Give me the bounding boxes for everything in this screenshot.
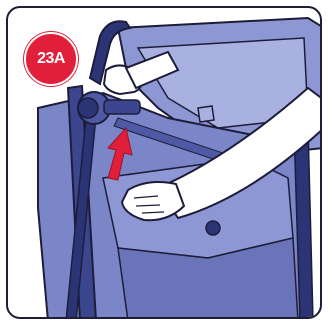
- step-label: 23A: [37, 50, 65, 68]
- illustration-frame: 23A: [6, 6, 322, 319]
- seat-buckle: [198, 106, 214, 122]
- step-badge: 23A: [24, 32, 78, 86]
- wheel: [206, 221, 220, 235]
- hand-bottom: [122, 182, 184, 220]
- hinge-cap: [78, 98, 98, 118]
- hinge-lock: [104, 100, 140, 114]
